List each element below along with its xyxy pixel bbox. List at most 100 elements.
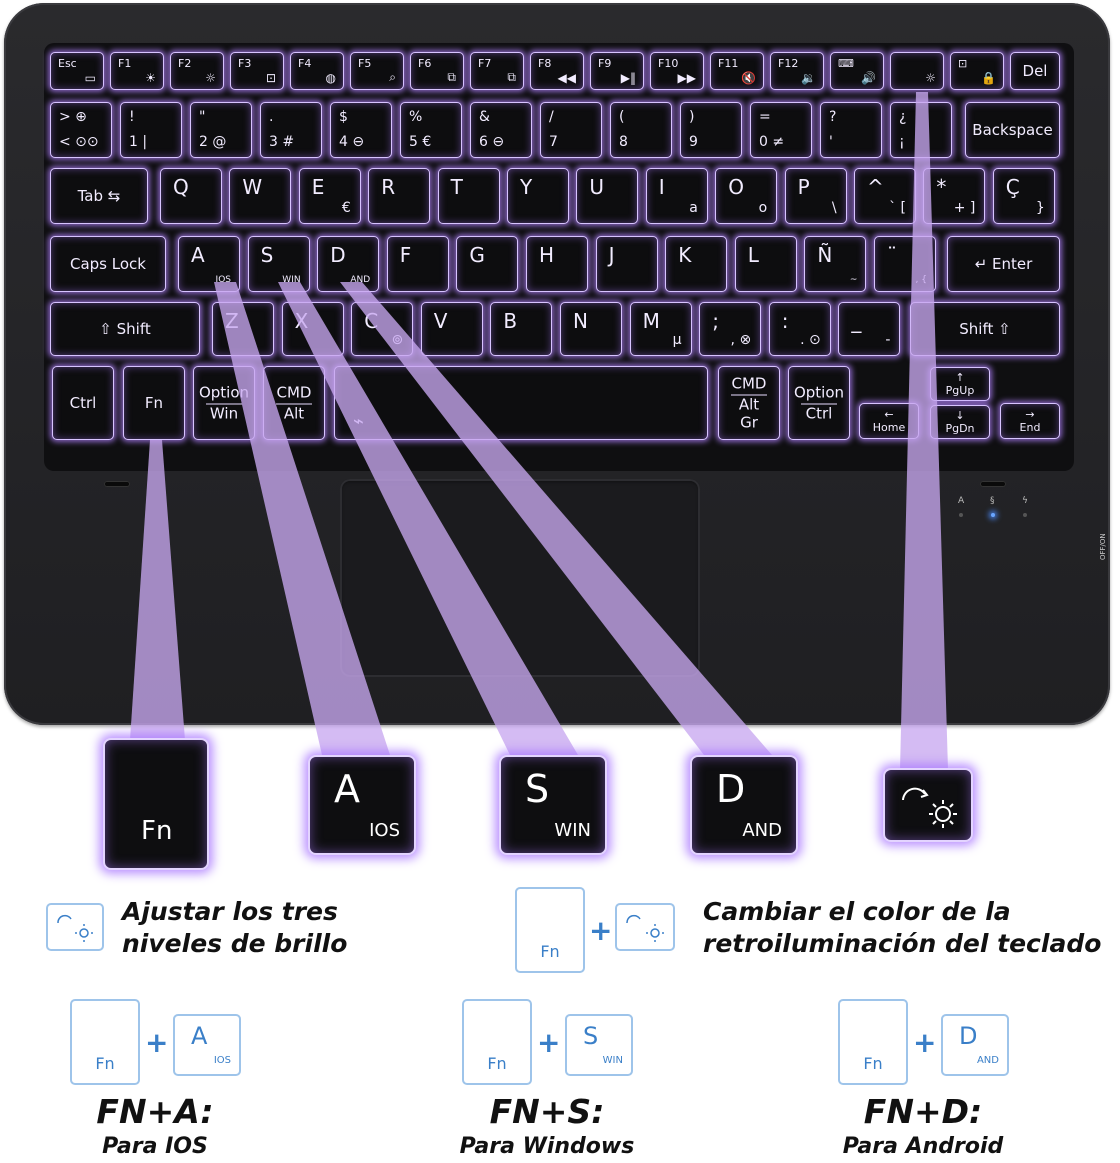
key-f-row-1[interactable]: F1☀ xyxy=(110,52,164,90)
key-label-group: ↑PgUp xyxy=(931,371,989,397)
key-tab[interactable]: Tab ⇆ xyxy=(50,168,148,224)
key-enter[interactable]: ↵ Enter xyxy=(947,236,1060,292)
key-row4-5[interactable]: H xyxy=(526,236,588,292)
key-upper: W xyxy=(242,175,263,199)
key-number-6[interactable]: &6 ⊖ xyxy=(470,102,532,158)
key-caps-lock[interactable]: Caps Lock xyxy=(50,236,166,292)
key-pgdn[interactable]: ↓PgDn xyxy=(930,405,990,439)
key-row5-5[interactable]: N xyxy=(560,302,622,356)
key-f-row-2[interactable]: F2☼ xyxy=(170,52,224,90)
key-f-row-10[interactable]: F10▶▶ xyxy=(650,52,704,90)
key-f-row-7[interactable]: F7⧉ xyxy=(470,52,524,90)
key-lower: . ⊙ xyxy=(800,332,821,348)
key-sub: WIN xyxy=(282,275,301,285)
key-label-bottom: Win xyxy=(206,403,242,423)
key-f-row-4[interactable]: F4◍ xyxy=(290,52,344,90)
key-backspace[interactable]: Backspace xyxy=(965,102,1060,158)
key-upper: ( xyxy=(619,109,625,125)
legend-combo-title: FN+D: xyxy=(863,1092,983,1131)
key-row3-0[interactable]: Q xyxy=(160,168,222,224)
key-del[interactable]: Del xyxy=(1010,52,1060,90)
key-f-row-13[interactable]: ⌨🔊 xyxy=(830,52,884,90)
key-f-row-15[interactable]: ⊡🔒 xyxy=(950,52,1004,90)
key-row4-3[interactable]: F xyxy=(386,236,449,292)
key-number-2[interactable]: "2 @ xyxy=(190,102,252,158)
beam-fn xyxy=(130,440,185,740)
key-number-11[interactable]: ?' xyxy=(820,102,882,158)
key-row5-7[interactable]: ;, ⊗ xyxy=(699,302,762,356)
key-row4-4[interactable]: G xyxy=(456,236,519,292)
legend-fn-label: Fn xyxy=(863,1054,883,1073)
key-f-row-9[interactable]: F9▶‖ xyxy=(590,52,644,90)
key-number-0[interactable]: > ⊕< ⊙⊙ xyxy=(50,102,112,158)
key-shift-right[interactable]: Shift ⇧ xyxy=(910,302,1060,356)
key-number-10[interactable]: =0 ≠ xyxy=(750,102,812,158)
key-shift-left[interactable]: ⇧ Shift xyxy=(50,302,200,356)
key-label: F11 xyxy=(718,57,739,70)
key-f-row-14[interactable]: ☼ xyxy=(890,52,944,90)
key-row3-12[interactable]: Ç} xyxy=(992,168,1055,224)
key-number-7[interactable]: /7 xyxy=(540,102,602,158)
zoom-key-backlight xyxy=(883,768,973,842)
key-arrow: ↓ xyxy=(955,409,965,422)
zoom-key-d: D AND xyxy=(690,755,798,855)
key-f-row-5[interactable]: F5⌕ xyxy=(350,52,404,90)
key-number-9[interactable]: )9 xyxy=(680,102,742,158)
key-lower: 4 ⊖ xyxy=(339,134,365,150)
key-row3-1[interactable]: W xyxy=(229,168,292,224)
legend-fn-label: Fn xyxy=(487,1054,507,1073)
key-number-1[interactable]: !1 | xyxy=(120,102,182,158)
key-f-row-12[interactable]: F12🔉 xyxy=(770,52,824,90)
beam-light xyxy=(900,92,948,770)
key-row5-8[interactable]: :. ⊙ xyxy=(768,302,831,356)
key-label: Ctrl xyxy=(69,394,97,412)
key-row5-3[interactable]: V xyxy=(420,302,483,356)
key-f-row-0[interactable]: Esc▭ xyxy=(50,52,104,90)
key-number-8[interactable]: (8 xyxy=(610,102,672,158)
key-f-row-6[interactable]: F6⧉ xyxy=(410,52,464,90)
key-f-row-8[interactable]: F8 ◀◀ xyxy=(530,52,584,90)
legend-combo-desc: Para Android xyxy=(842,1134,1004,1159)
key-upper: _ xyxy=(851,309,862,333)
legend-brightness-line2: niveles de brillo xyxy=(122,929,348,958)
key-label-group: ↓PgDn xyxy=(931,409,989,435)
key-end[interactable]: →End xyxy=(1000,403,1060,439)
key-fn[interactable]: Fn xyxy=(123,366,185,440)
key-row3-11[interactable]: *+ ] xyxy=(923,168,986,224)
key-row4-7[interactable]: K xyxy=(665,236,728,292)
key-upper: $ xyxy=(339,109,348,125)
key-row4-6[interactable]: J xyxy=(595,236,658,292)
key-row5-4[interactable]: B xyxy=(490,302,553,356)
key-lower: 8 xyxy=(619,134,628,150)
key-f-row-11[interactable]: F11🔇 xyxy=(710,52,764,90)
key-row5-9[interactable]: _- xyxy=(838,302,901,356)
key-number-5[interactable]: %5 € xyxy=(400,102,462,158)
legend-letter-sub: WIN xyxy=(602,1055,623,1066)
key-icon: ◀◀ xyxy=(557,71,576,85)
legend-combo-title: FN+A: xyxy=(96,1092,214,1131)
key-row3-9[interactable]: P\ xyxy=(784,168,847,224)
key-row4-9[interactable]: Ñ~ xyxy=(804,236,867,292)
key-space[interactable]: ⌁ xyxy=(334,366,708,440)
key-row3-2[interactable]: E€ xyxy=(298,168,361,224)
key-label: F8 xyxy=(538,57,552,70)
key-f-row-3[interactable]: F3⊡ xyxy=(230,52,284,90)
key-number-4[interactable]: $4 ⊖ xyxy=(330,102,392,158)
key-pgup[interactable]: ↑PgUp xyxy=(930,367,990,401)
key-ctrl[interactable]: Ctrl xyxy=(52,366,114,440)
key-row4-8[interactable]: L xyxy=(734,236,797,292)
key-row3-4[interactable]: T xyxy=(437,168,500,224)
key-row3-6[interactable]: U xyxy=(576,168,639,224)
key-row3-3[interactable]: R xyxy=(368,168,431,224)
key-number-3[interactable]: .3 # xyxy=(260,102,322,158)
key-row3-5[interactable]: Y xyxy=(507,168,569,224)
